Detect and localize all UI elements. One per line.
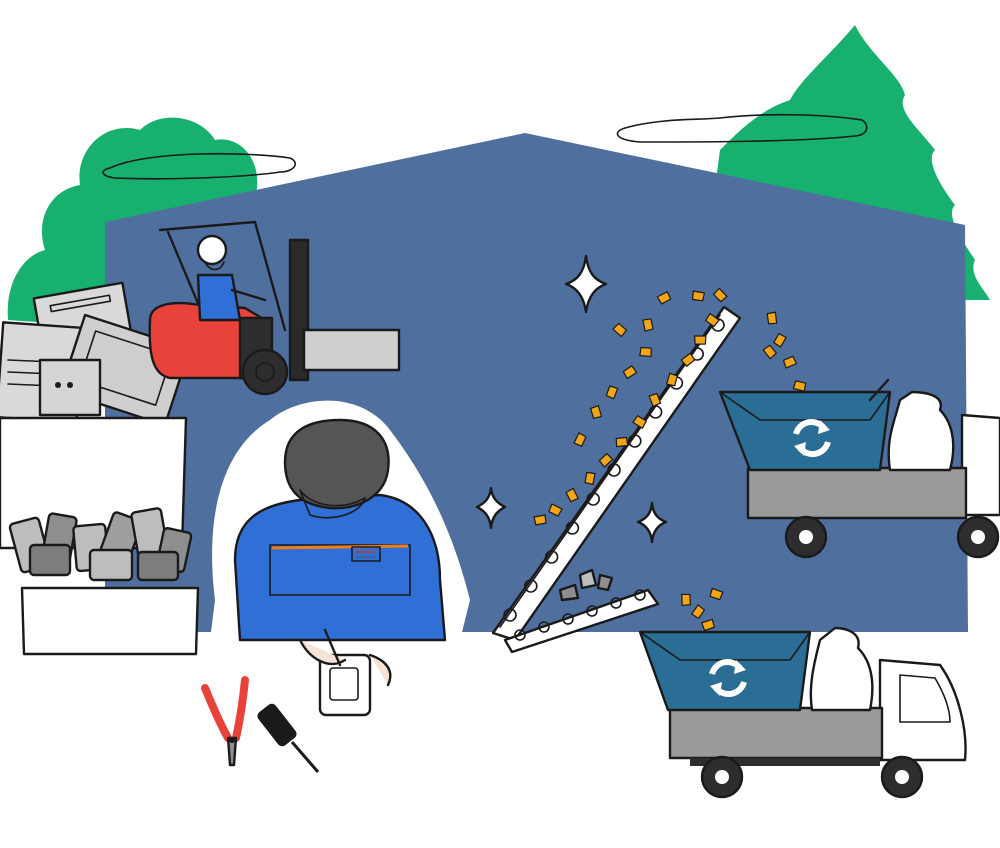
debris-piece — [792, 380, 807, 392]
debris-piece — [548, 503, 563, 517]
debris-piece — [782, 355, 798, 369]
conveyor-roller — [565, 521, 580, 535]
sparkle-icon — [475, 486, 507, 530]
conveyor-roller — [634, 589, 646, 601]
scrap-appliance-pile — [0, 281, 191, 427]
conveyor-roller — [544, 550, 559, 564]
debris-piece — [622, 365, 638, 380]
debris-piece — [680, 352, 696, 368]
conveyor-roller — [523, 579, 538, 593]
conveyor-roller — [586, 492, 601, 506]
debris-piece — [762, 344, 778, 360]
debris-piece — [598, 452, 614, 468]
forklift-driver-helmet — [196, 234, 228, 266]
forklift — [148, 220, 401, 396]
gray-debris — [558, 568, 614, 602]
debris-piece — [690, 604, 706, 620]
name-badge — [351, 546, 381, 562]
pliers-icon — [201, 676, 249, 767]
conveyor-roller — [538, 621, 550, 633]
conveyor-roller — [503, 608, 517, 622]
conveyor-roller — [586, 605, 598, 617]
debris-piece — [681, 593, 691, 607]
recycling-truck-lower — [638, 626, 967, 799]
debris-piece — [700, 618, 716, 632]
debris-piece — [704, 312, 720, 328]
debris-piece — [615, 436, 629, 448]
debris-piece — [639, 346, 652, 358]
conveyor-roller — [514, 629, 526, 641]
debris-piece — [605, 385, 619, 400]
debris-piece — [584, 471, 596, 486]
recycling-truck-upper — [718, 378, 1000, 559]
debris-piece — [656, 290, 672, 305]
recycle-icon — [793, 419, 831, 457]
cloud-right — [616, 113, 868, 143]
phone-parts-box — [8, 507, 200, 656]
orange-debris — [533, 287, 807, 632]
conveyor-roller — [610, 597, 622, 609]
debris-piece — [533, 514, 547, 526]
debris-piece — [691, 290, 706, 302]
recycle-icon — [709, 659, 747, 697]
worker — [233, 418, 447, 717]
debris-piece — [693, 335, 707, 345]
debris-piece — [773, 332, 788, 348]
debris-piece — [709, 587, 724, 601]
debris-piece — [712, 287, 728, 303]
debris-piece — [589, 404, 603, 419]
debris-piece — [642, 318, 654, 332]
debris-piece — [648, 392, 662, 408]
sparkle-icon — [564, 254, 608, 314]
debris-piece — [766, 311, 778, 325]
debris-piece — [573, 432, 587, 447]
screwdriver-icon — [257, 703, 320, 773]
conveyor-belt-main — [491, 305, 742, 642]
conveyor-roller — [627, 434, 642, 448]
cloud-left — [102, 152, 296, 180]
debris-piece — [612, 322, 628, 338]
sparkle-icon — [636, 501, 668, 544]
debris-piece — [632, 414, 648, 430]
conveyor-roller — [562, 613, 574, 625]
debris-piece — [565, 487, 580, 503]
conveyor-roller — [607, 463, 621, 477]
debris-piece — [665, 372, 679, 387]
